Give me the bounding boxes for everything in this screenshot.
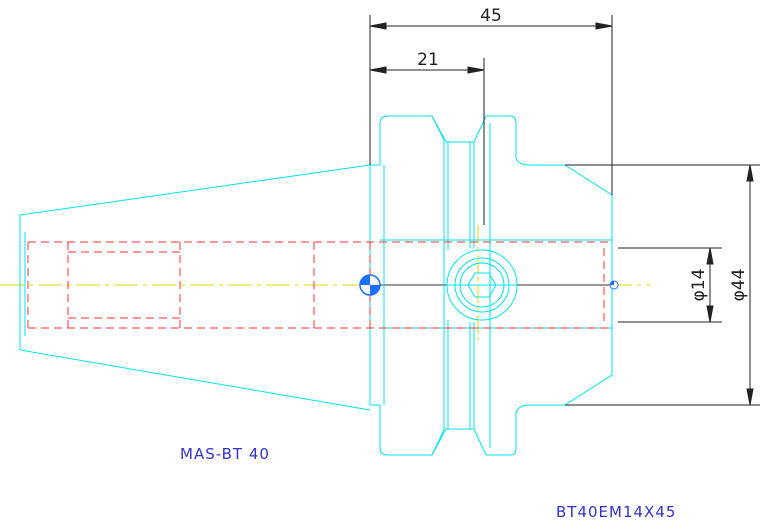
dimension-overall-length (369, 15, 613, 195)
origin-marker-left (359, 274, 381, 296)
dimension-flange-length (369, 58, 485, 225)
hidden-bore-lines (27, 241, 612, 329)
dimension-45-label: 45 (480, 6, 502, 26)
taper-spec-label: MAS-BT 40 (180, 445, 270, 463)
dimension-body-diameter (565, 164, 760, 406)
part-number-label: BT40EM14X45 (556, 503, 676, 521)
origin-marker-right (609, 280, 619, 290)
dimension-21-label: 21 (417, 50, 439, 70)
taper-shank-outline (19, 164, 371, 411)
dimension-phi14-label: φ14 (689, 269, 709, 302)
dimension-bore-diameter (618, 247, 722, 323)
dimension-phi44-label: φ44 (729, 269, 749, 302)
set-screw (446, 249, 518, 321)
